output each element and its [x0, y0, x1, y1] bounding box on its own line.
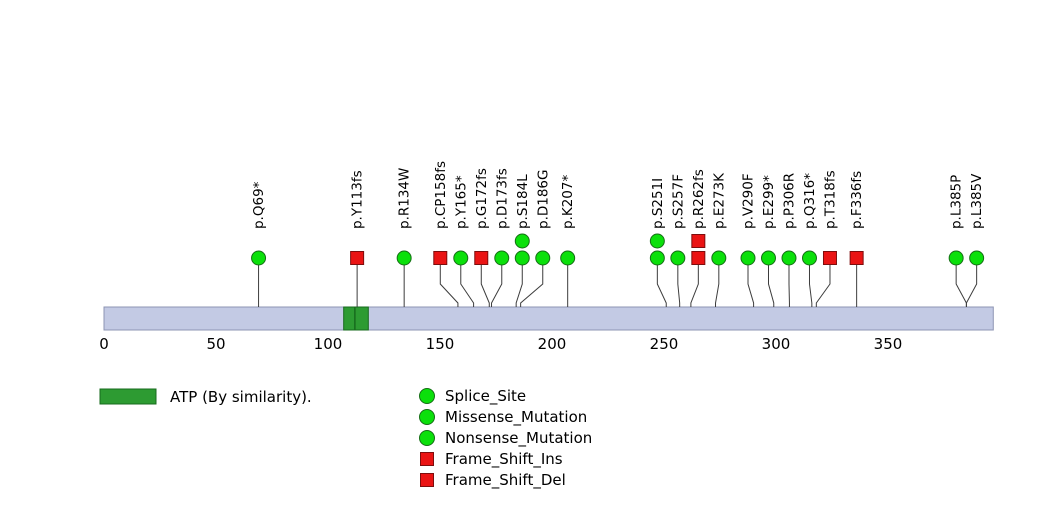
mutation-label: p.K207*: [560, 175, 576, 229]
mutation-marker-square: [433, 251, 448, 265]
protein-backbone: [103, 306, 994, 331]
mutation-label: p.P306R: [781, 173, 797, 229]
legend-item-label: Missense_Mutation: [445, 408, 587, 427]
mutation-label: p.L385P: [949, 175, 965, 229]
mutation-marker-circle: [740, 250, 756, 266]
mutation-marker-circle: [760, 250, 776, 266]
x-axis-tick-label: 200: [538, 335, 567, 353]
mutation-marker-square: [849, 251, 864, 265]
mutation-marker-square: [691, 234, 706, 248]
domain-atp: [343, 306, 369, 331]
x-axis-tick-label: 100: [314, 335, 343, 353]
mutation-stem: [747, 265, 755, 307]
mutation-marker-circle: [781, 250, 797, 266]
mutation-label: p.Q316*: [802, 173, 818, 229]
mutation-stem: [439, 265, 459, 307]
legend-marker-circle: [419, 409, 435, 425]
mutation-stem: [955, 265, 967, 307]
mutation-label: p.CP158fs: [433, 161, 449, 229]
mutation-stem: [460, 265, 475, 307]
mutation-stem: [480, 265, 490, 307]
mutation-marker-circle: [649, 250, 665, 266]
mutation-label: p.D173fs: [494, 168, 510, 229]
legend-item-label: Frame_Shift_Del: [445, 471, 566, 490]
mutation-marker-circle: [494, 250, 510, 266]
mutation-marker-circle: [649, 233, 665, 249]
mutation-stem: [491, 265, 503, 307]
legend-marker-square: [420, 473, 434, 487]
mutation-marker-circle: [670, 250, 686, 266]
mutation-label: p.Q69*: [251, 181, 267, 229]
legend-marker-circle: [419, 430, 435, 446]
mutation-marker-circle: [560, 250, 576, 266]
mutation-marker-circle: [514, 250, 530, 266]
mutation-marker-circle: [948, 250, 964, 266]
x-axis-tick-label: 250: [650, 335, 679, 353]
legend-item-label: Frame_Shift_Ins: [445, 450, 563, 469]
mutation-marker-circle: [535, 250, 551, 266]
mutation-label: p.S251I: [650, 178, 666, 229]
mutation-stem: [965, 265, 978, 307]
legend-domain-swatch: [99, 388, 157, 405]
mutation-label: p.L385V: [969, 173, 985, 229]
mutation-stem: [520, 265, 544, 307]
mutation-label: p.F336fs: [849, 171, 865, 229]
x-axis-tick-label: 300: [762, 335, 791, 353]
mutation-label: p.D186G: [535, 170, 551, 229]
mutation-label: p.G172fs: [474, 168, 490, 229]
legend-item-label: Splice_Site: [445, 387, 526, 406]
mutation-stem: [677, 265, 681, 307]
mutation-marker-circle: [969, 250, 985, 266]
mutation-label: p.E273K: [711, 172, 727, 229]
mutation-marker-circle: [711, 250, 727, 266]
legend-item-label: Nonsense_Mutation: [445, 429, 592, 448]
mutation-marker-circle: [396, 250, 412, 266]
mutation-label: p.S257F: [670, 174, 686, 229]
mutation-label: p.E299*: [761, 175, 777, 229]
mutation-label: p.Y165*: [453, 175, 469, 229]
legend-marker-circle: [419, 388, 435, 404]
mutation-marker-square: [691, 251, 706, 265]
x-axis-tick-label: 150: [426, 335, 455, 353]
mutation-label: p.T318fs: [822, 170, 838, 229]
x-axis-tick-label: 0: [99, 335, 109, 353]
mutation-stem: [690, 265, 699, 307]
mutation-stem: [515, 265, 523, 307]
legend-domain-label: ATP (By similarity).: [170, 388, 312, 406]
mutation-stem: [815, 265, 831, 307]
mutation-marker-square: [822, 251, 837, 265]
mutation-stem: [656, 265, 667, 307]
mutation-label: p.R134W: [397, 168, 413, 229]
mutation-marker-circle: [453, 250, 469, 266]
mutation-label: p.R262fs: [691, 169, 707, 229]
mutation-label: p.V290F: [741, 173, 757, 229]
mutation-stem: [715, 265, 720, 307]
mutation-label: p.Y113fs: [350, 170, 366, 229]
x-axis-tick-label: 50: [206, 335, 225, 353]
legend-marker-square: [420, 452, 434, 466]
mutation-marker-circle: [801, 250, 817, 266]
mutation-marker-square: [350, 251, 365, 265]
x-axis-tick-label: 350: [874, 335, 903, 353]
mutation-label: p.S184L: [515, 174, 531, 229]
mutation-stem: [808, 265, 813, 307]
mutation-marker-square: [474, 251, 489, 265]
mutation-marker-circle: [251, 250, 267, 266]
mutation-stem: [767, 265, 775, 307]
mutation-marker-circle: [514, 233, 530, 249]
